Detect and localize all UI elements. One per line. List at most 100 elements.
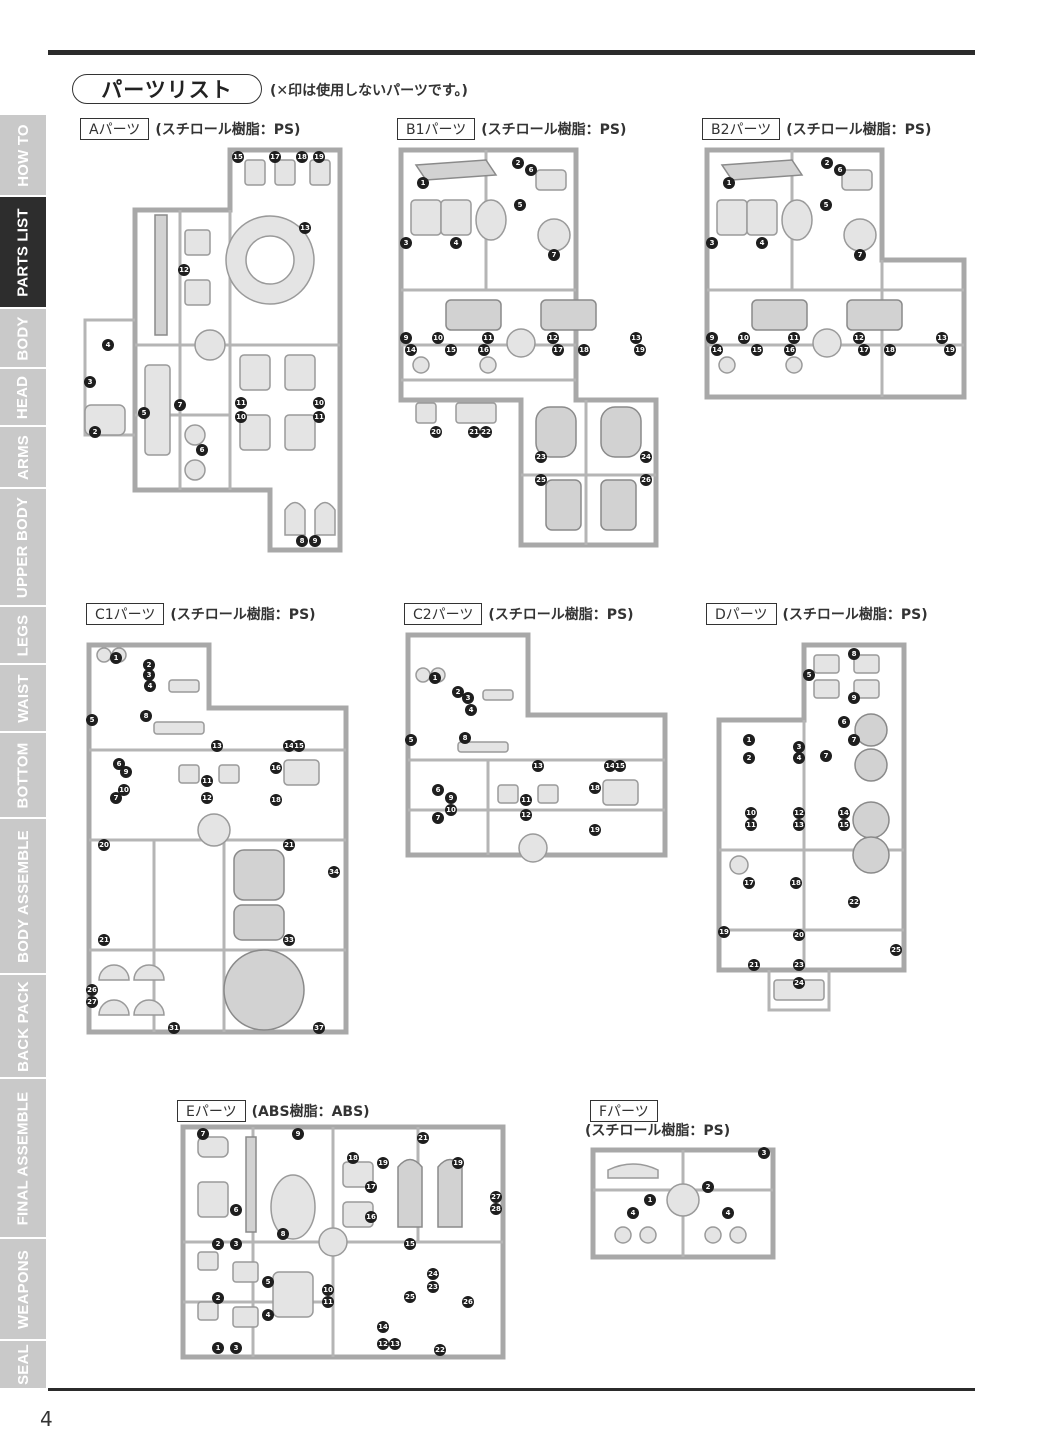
svg-text:7: 7 [552,251,557,259]
svg-text:21: 21 [418,1134,428,1142]
tab-weapons[interactable]: WEAPONS [0,1239,46,1341]
svg-text:2: 2 [147,661,152,669]
svg-text:23: 23 [794,961,804,969]
svg-text:18: 18 [791,879,801,887]
svg-text:17: 17 [553,346,563,354]
svg-text:12: 12 [854,334,864,342]
tab-body-assemble[interactable]: BODY ASSEMBLE [0,819,46,975]
svg-text:18: 18 [579,346,589,354]
svg-text:9: 9 [313,537,318,545]
svg-text:15: 15 [615,762,625,770]
svg-text:15: 15 [752,346,762,354]
svg-text:11: 11 [521,796,531,804]
svg-text:13: 13 [631,334,641,342]
svg-text:18: 18 [590,784,600,792]
svg-text:3: 3 [762,1149,767,1157]
svg-text:4: 4 [266,1311,271,1319]
svg-text:12: 12 [794,809,804,817]
svg-text:25: 25 [891,946,901,954]
svg-text:11: 11 [314,413,324,421]
svg-text:6: 6 [234,1206,239,1214]
svg-text:8: 8 [144,712,149,720]
svg-text:20: 20 [99,841,109,849]
svg-text:14: 14 [378,1323,388,1331]
svg-text:13: 13 [794,821,804,829]
svg-text:11: 11 [236,399,246,407]
runner-d-label: Dパーツ(スチロール樹脂：PS) [706,603,928,625]
svg-text:2: 2 [516,159,521,167]
svg-text:16: 16 [271,764,281,772]
svg-text:7: 7 [178,401,183,409]
svg-text:10: 10 [323,1286,333,1294]
svg-text:11: 11 [746,821,756,829]
svg-text:2: 2 [747,754,752,762]
tab-body[interactable]: BODY [0,309,46,369]
svg-text:12: 12 [548,334,558,342]
svg-text:1: 1 [114,654,119,662]
svg-text:31: 31 [169,1024,179,1032]
svg-text:5: 5 [90,716,95,724]
svg-text:6: 6 [436,786,441,794]
svg-text:4: 4 [631,1209,636,1217]
svg-text:21: 21 [99,936,109,944]
svg-text:11: 11 [323,1298,333,1306]
svg-text:3: 3 [710,239,715,247]
svg-text:19: 19 [719,928,729,936]
svg-text:16: 16 [785,346,795,354]
runner-c1-diagram: 1 2 3 4 5 8 6 9 10 7 13 14 15 11 12 16 1… [84,640,352,1050]
tab-back-pack[interactable]: BACK PACK [0,975,46,1079]
runner-b1-label: B1パーツ(スチロール樹脂：PS) [397,118,626,140]
svg-text:18: 18 [885,346,895,354]
svg-text:4: 4 [148,682,153,690]
svg-text:13: 13 [300,224,310,232]
page-title: パーツリスト [72,74,262,104]
svg-text:9: 9 [710,334,715,342]
svg-text:18: 18 [271,796,281,804]
svg-text:4: 4 [797,754,802,762]
tab-parts-list[interactable]: PARTS LIST [0,197,46,309]
tab-head[interactable]: HEAD [0,369,46,427]
tab-bottom[interactable]: BOTTOM [0,733,46,819]
tab-arms[interactable]: ARMS [0,427,46,489]
svg-text:12: 12 [202,794,212,802]
tab-final-assemble[interactable]: FINAL ASSEMBLE [0,1079,46,1239]
tab-how-to[interactable]: HOW TO [0,115,46,197]
svg-text:27: 27 [491,1193,501,1201]
runner-a-diagram: 4 3 2 5 7 6 12 13 11 10 10 11 15 17 18 1… [80,145,345,555]
svg-text:8: 8 [463,734,468,742]
svg-text:26: 26 [87,986,97,994]
svg-text:16: 16 [366,1213,376,1221]
bottom-rule [48,1388,975,1391]
svg-text:6: 6 [200,446,205,454]
svg-text:5: 5 [142,409,147,417]
svg-text:7: 7 [201,1130,206,1138]
svg-text:18: 18 [348,1154,358,1162]
svg-text:2: 2 [706,1183,711,1191]
runner-c1-label: C1パーツ(スチロール樹脂：PS) [86,603,316,625]
svg-text:4: 4 [760,239,765,247]
svg-text:4: 4 [454,239,459,247]
svg-text:16: 16 [479,346,489,354]
top-rule [48,50,975,55]
runner-f-label: Fパーツ [590,1100,664,1122]
svg-text:18: 18 [297,153,307,161]
svg-text:15: 15 [233,153,243,161]
page-title-text: パーツリスト [101,78,233,102]
tab-waist[interactable]: WAIST [0,665,46,733]
tab-upper-body[interactable]: UPPER BODY [0,489,46,607]
svg-text:26: 26 [641,476,651,484]
svg-text:13: 13 [533,762,543,770]
svg-text:10: 10 [746,809,756,817]
svg-text:22: 22 [435,1346,445,1354]
svg-text:19: 19 [314,153,324,161]
svg-text:3: 3 [234,1240,239,1248]
svg-text:2: 2 [93,428,98,436]
tab-legs[interactable]: LEGS [0,607,46,665]
svg-text:19: 19 [945,346,955,354]
svg-text:24: 24 [794,979,804,987]
runner-e-label: Eパーツ(ABS樹脂：ABS) [177,1100,370,1122]
svg-text:19: 19 [453,1159,463,1167]
svg-text:9: 9 [852,694,857,702]
svg-text:26: 26 [463,1298,473,1306]
tab-seal[interactable]: SEAL [0,1341,46,1390]
